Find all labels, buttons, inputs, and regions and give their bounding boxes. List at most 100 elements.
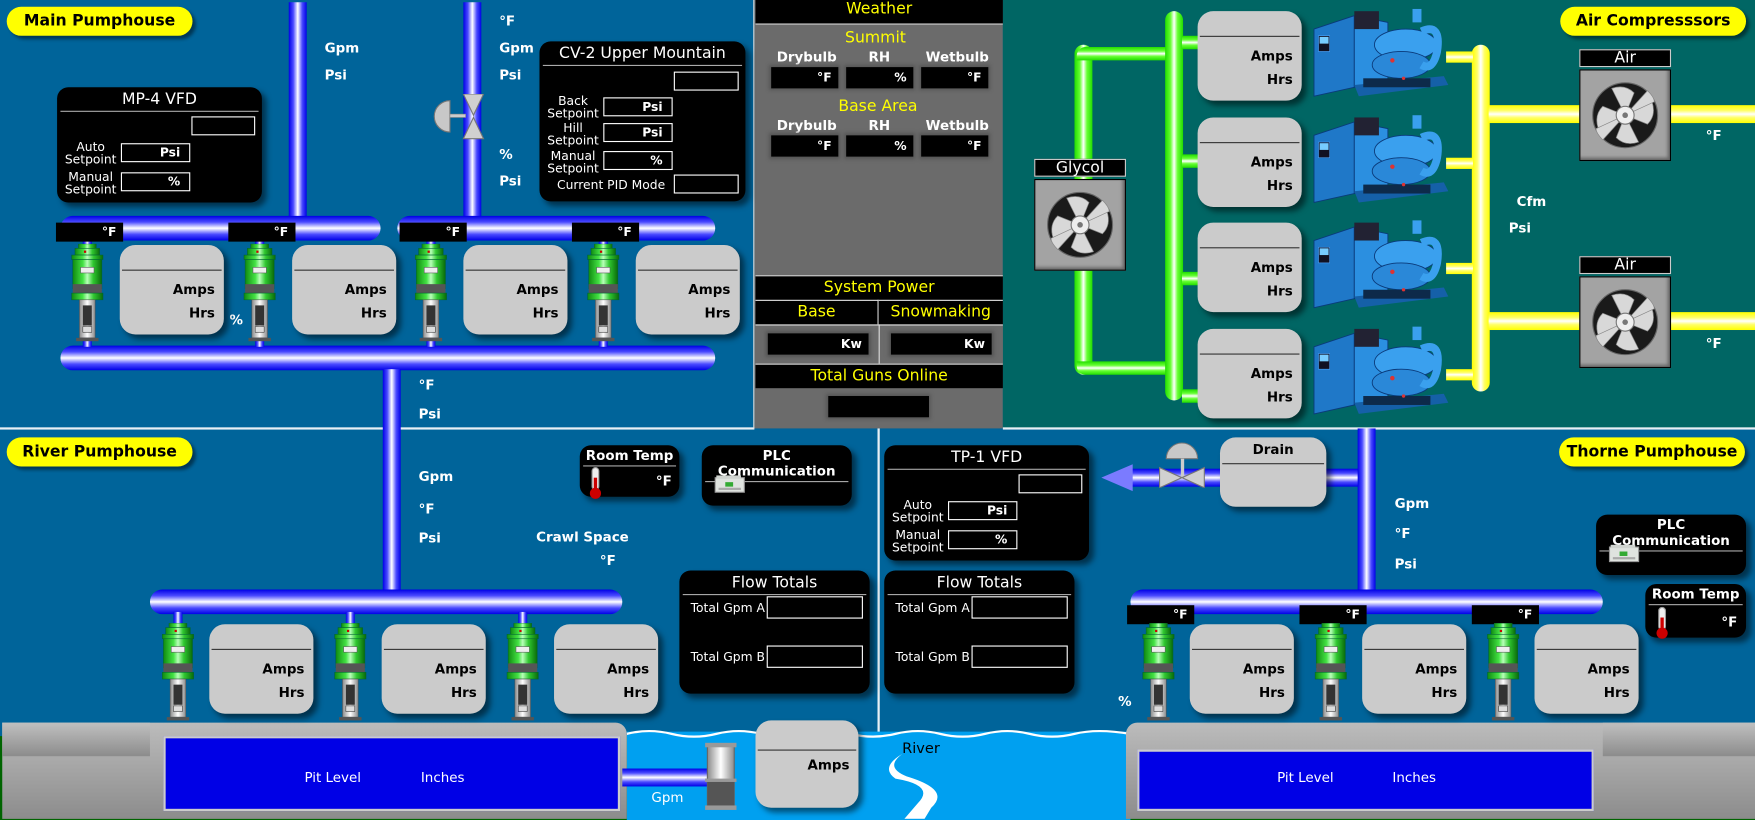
river-pump[interactable] — [505, 623, 541, 721]
amps-unit: Amps — [434, 661, 477, 677]
compressor-air-outlet — [1446, 51, 1473, 63]
air-cooler-2[interactable] — [1579, 276, 1672, 369]
thorne-pump-status-card[interactable]: Amps Hrs — [1362, 624, 1467, 714]
cv2-manual-setpoint-input[interactable]: % — [603, 151, 673, 171]
cv2-pid-mode-field — [673, 174, 739, 194]
main-pump-status-card[interactable]: Amps Hrs — [463, 244, 568, 335]
main-pump-status-card[interactable]: Amps Hrs — [291, 244, 396, 335]
thorne-pumphouse-title[interactable]: Thorne Pumphouse — [1559, 437, 1745, 467]
river-pump-status-card[interactable]: Amps Hrs — [554, 624, 659, 714]
compressor-air-outlet — [1446, 262, 1473, 275]
air-compressor-unit[interactable] — [1310, 112, 1453, 204]
pump-riser-pipe — [173, 611, 183, 628]
main-pump[interactable] — [585, 244, 621, 342]
compressor-status-card[interactable]: Amps Hrs — [1197, 222, 1302, 313]
thorne-pump[interactable] — [1313, 623, 1349, 721]
thorne-pump-status-card[interactable]: Amps Hrs — [1189, 624, 1294, 714]
tp1-manual-setpoint-input[interactable]: % — [948, 530, 1018, 550]
main-pump-status-card[interactable]: Amps Hrs — [119, 244, 224, 335]
hours-unit: Hrs — [360, 305, 387, 322]
amps-unit: Amps — [1587, 661, 1630, 677]
base-wetbulb-value: °F — [921, 135, 989, 157]
river-pumphouse-title[interactable]: River Pumphouse — [6, 437, 193, 467]
thermometer-icon — [1653, 606, 1671, 640]
river-intake-pump[interactable] — [703, 741, 739, 813]
fan-icon — [1047, 191, 1114, 258]
main-pump-status-card[interactable]: Amps Hrs — [635, 244, 740, 335]
main-pump[interactable] — [413, 244, 449, 342]
thorne-pit-level-unit: Inches — [1392, 769, 1436, 786]
thorne-pump-status-card[interactable]: Amps Hrs — [1534, 624, 1639, 714]
river-intake-card[interactable]: Amps — [755, 720, 859, 808]
river-pump[interactable] — [332, 623, 368, 721]
total-gpm-b-label: Total Gpm B — [895, 649, 970, 665]
air-header-pipe — [1471, 44, 1490, 392]
hours-unit: Hrs — [532, 305, 559, 322]
summit-drybulb-label: Drybulb — [776, 49, 837, 65]
air-cooler-1[interactable] — [1579, 69, 1672, 162]
air-compressors-title[interactable]: Air Compresssors — [1560, 6, 1747, 36]
pump-riser-pipe — [426, 237, 436, 247]
compressor-status-card[interactable]: Amps Hrs — [1197, 328, 1302, 418]
weather-title: Weather — [755, 0, 1003, 25]
air-compressor-unit[interactable] — [1310, 218, 1453, 310]
hours-unit: Hrs — [1431, 684, 1458, 701]
region-divider — [753, 0, 755, 429]
thorne-pit-level-label: Pit Level — [1277, 769, 1334, 786]
glycol-cooler-label: Glycol — [1034, 158, 1126, 177]
room-temp-title: Room Temp — [1648, 584, 1743, 606]
pump-temp-readout: °F — [571, 222, 639, 242]
mp4-manual-setpoint-input[interactable]: % — [120, 172, 191, 192]
glycol-top-pipe — [1076, 46, 1173, 61]
river-pump[interactable] — [160, 623, 196, 721]
river-pit — [163, 736, 621, 812]
hours-unit: Hrs — [1266, 71, 1293, 88]
thorne-plc-panel[interactable]: PLC Communication — [1596, 514, 1747, 576]
main-supply-pipe — [288, 2, 307, 218]
compressor-status-card[interactable]: Amps Hrs — [1197, 11, 1302, 101]
thorne-pump[interactable] — [1141, 623, 1177, 721]
air-cooler-2-label: Air — [1579, 256, 1672, 275]
total-gpm-b-value — [766, 645, 863, 668]
river-pump-status-card[interactable]: Amps Hrs — [381, 624, 486, 714]
total-gpm-b-label: Total Gpm B — [690, 649, 765, 665]
amps-unit: Amps — [1415, 661, 1458, 677]
cv2-back-setpoint-input[interactable]: Psi — [603, 97, 673, 117]
region-divider — [877, 428, 880, 737]
room-temp-unit: °F — [655, 473, 672, 489]
river-plc-panel[interactable]: PLC Communication — [701, 445, 852, 506]
tp1-auto-setpoint-input[interactable]: Psi — [948, 501, 1018, 521]
main-pump-speed-unit: % — [229, 312, 243, 328]
glycol-cooler[interactable] — [1034, 178, 1126, 271]
cv2-control-valve[interactable] — [432, 93, 486, 143]
main-pump[interactable] — [69, 244, 105, 342]
thorne-line-pressure-unit: Psi — [1394, 555, 1417, 572]
air-discharge-pipe-top — [1669, 105, 1755, 124]
hours-unit: Hrs — [1266, 388, 1293, 405]
mp4-auto-setpoint-input[interactable]: Psi — [120, 143, 191, 163]
flow-totals-title: Flow Totals — [682, 571, 867, 596]
drain-title: Drain — [1252, 441, 1294, 458]
river-line-temp-unit: °F — [418, 501, 435, 517]
cv2-hill-setpoint-input[interactable]: Psi — [603, 123, 673, 143]
river-pit-level-label: Pit Level — [304, 769, 361, 786]
compressor-air-outlet — [1446, 368, 1473, 380]
thorne-pump[interactable] — [1485, 623, 1521, 721]
drain-card[interactable]: Drain — [1219, 437, 1327, 507]
main-pumphouse-title[interactable]: Main Pumphouse — [6, 6, 193, 36]
thorne-pit — [1137, 749, 1594, 812]
compressor-status-card[interactable]: Amps Hrs — [1197, 116, 1302, 207]
cv2-valve-position-unit: % — [499, 146, 513, 163]
air-compressor-unit[interactable] — [1310, 324, 1453, 416]
air-compressor-unit[interactable] — [1310, 7, 1453, 99]
main-line-flow-unit: Gpm — [324, 40, 360, 56]
total-guns-title: Total Guns Online — [755, 363, 1003, 389]
pump-temp-readout: °F — [1471, 605, 1539, 625]
main-pump[interactable] — [241, 244, 277, 342]
drain-valve[interactable] — [1157, 436, 1206, 488]
river-pump-status-card[interactable]: Amps Hrs — [209, 624, 314, 714]
river-stream-icon — [888, 753, 938, 819]
